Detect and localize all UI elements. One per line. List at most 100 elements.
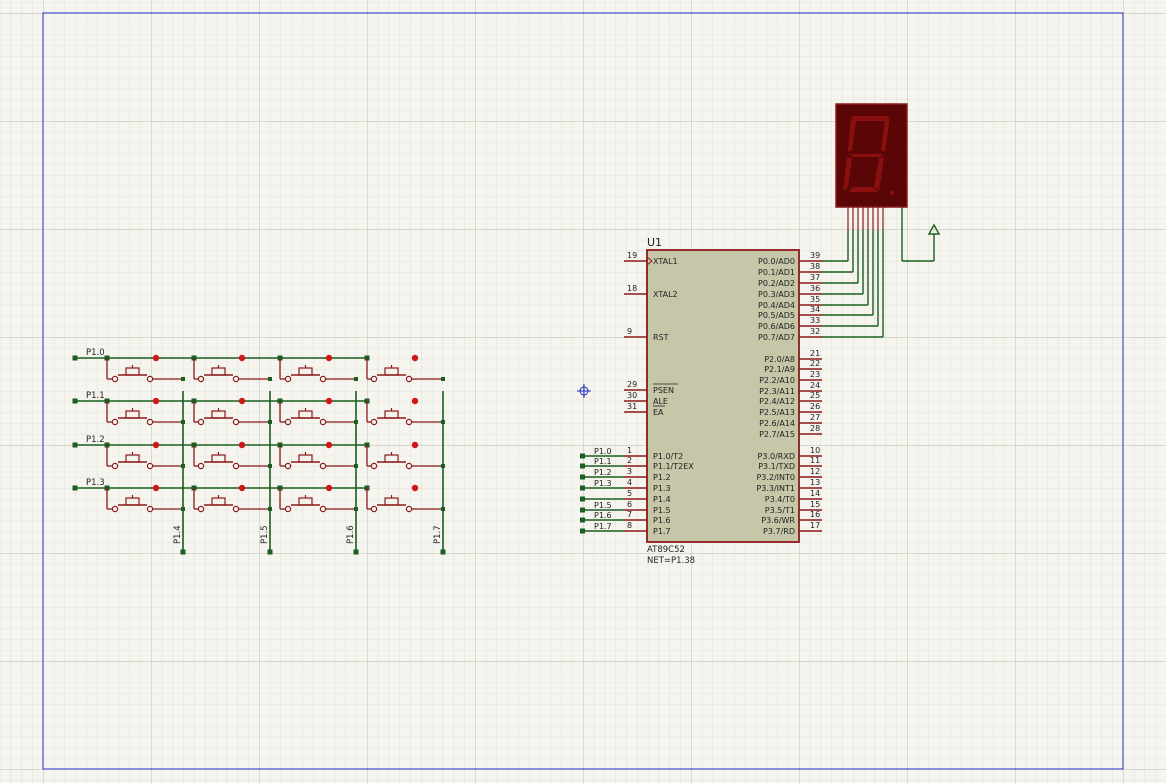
push-button-switch[interactable] bbox=[107, 484, 185, 513]
pin-number: 7 bbox=[627, 510, 632, 519]
pin-name: P0.6/AD6 bbox=[758, 322, 795, 331]
wire-junction bbox=[354, 420, 358, 424]
pin-number: 3 bbox=[627, 467, 632, 476]
pin-number: 9 bbox=[627, 327, 632, 336]
push-button-switch[interactable] bbox=[367, 397, 445, 426]
switch-indicator-icon bbox=[152, 354, 160, 362]
p0-to-display-wire bbox=[822, 230, 864, 295]
switch-contact bbox=[319, 375, 327, 383]
switch-contact bbox=[370, 462, 378, 470]
ic-pin-left[interactable]: 1P1.0/T2 bbox=[624, 446, 683, 461]
pin-number: 16 bbox=[810, 510, 820, 519]
terminal-label: P1.6 bbox=[594, 511, 612, 520]
switch-indicator-icon bbox=[238, 354, 246, 362]
push-button-switch[interactable] bbox=[367, 441, 445, 470]
wire-junction bbox=[181, 507, 185, 511]
pin-number: 21 bbox=[810, 349, 820, 358]
wire-junction bbox=[441, 464, 445, 468]
switch-indicator-icon bbox=[238, 484, 246, 492]
pin-name: P3.6/WR bbox=[761, 516, 795, 525]
ic-pin-left[interactable]: 7P1.6 bbox=[624, 510, 671, 525]
push-button-switch[interactable] bbox=[107, 441, 185, 470]
display-segment bbox=[874, 157, 884, 191]
terminal-icon bbox=[580, 453, 585, 459]
ic-pin-left[interactable]: 4P1.3 bbox=[624, 478, 671, 493]
pin-name: P3.3/INT1 bbox=[756, 484, 795, 493]
ic-pin-left[interactable]: 2P1.1/T2EX bbox=[624, 456, 694, 471]
clock-marker-icon bbox=[646, 256, 653, 266]
push-button-switch[interactable] bbox=[194, 354, 272, 383]
pin-name: P1.5 bbox=[653, 506, 671, 515]
p0-to-display-wire bbox=[822, 230, 874, 316]
ic-pin-left[interactable]: 6P1.5 bbox=[624, 500, 671, 515]
pin-number: 19 bbox=[627, 251, 637, 260]
push-button-switch[interactable] bbox=[107, 397, 185, 426]
switch-indicator-icon bbox=[325, 484, 333, 492]
pin-number: 18 bbox=[627, 284, 637, 293]
wire-junction bbox=[180, 549, 186, 555]
microcontroller-u1[interactable]: U1AT89C52NET=P1.3819XTAL118XTAL29RST29PS… bbox=[580, 236, 822, 566]
pin-number: 17 bbox=[810, 521, 820, 530]
p0-to-display-wire bbox=[822, 230, 869, 306]
ic-pin-left[interactable]: 5P1.4 bbox=[624, 489, 671, 504]
push-button-switch[interactable] bbox=[367, 484, 445, 513]
wire-junction bbox=[440, 549, 446, 555]
terminal-icon bbox=[580, 528, 585, 534]
push-button-switch[interactable] bbox=[280, 441, 358, 470]
push-button-switch[interactable] bbox=[280, 484, 358, 513]
seven-segment-display[interactable] bbox=[822, 103, 941, 338]
push-button-switch[interactable] bbox=[194, 397, 272, 426]
pin-number: 29 bbox=[627, 380, 637, 389]
wire-junction bbox=[268, 377, 272, 381]
push-button-switch[interactable] bbox=[367, 354, 445, 383]
pin-name: RST bbox=[653, 333, 669, 342]
switch-contact bbox=[370, 418, 378, 426]
ic-pin-left[interactable]: 8P1.7 bbox=[624, 521, 671, 536]
switch-indicator-icon bbox=[325, 441, 333, 449]
ic-pin-left[interactable]: 3P1.2 bbox=[624, 467, 671, 482]
ic-body[interactable] bbox=[646, 249, 800, 543]
p0-to-display-wire bbox=[822, 230, 859, 284]
terminal-label: P1.0 bbox=[594, 447, 612, 456]
push-button-switch[interactable] bbox=[194, 484, 272, 513]
pin-number: 8 bbox=[627, 521, 632, 530]
p0-to-display-wire bbox=[822, 230, 849, 262]
pin-number: 38 bbox=[810, 262, 820, 271]
push-button-switch[interactable] bbox=[280, 354, 358, 383]
push-button-switch[interactable] bbox=[107, 354, 185, 383]
push-button-switch[interactable] bbox=[280, 397, 358, 426]
push-button-switch[interactable] bbox=[194, 441, 272, 470]
